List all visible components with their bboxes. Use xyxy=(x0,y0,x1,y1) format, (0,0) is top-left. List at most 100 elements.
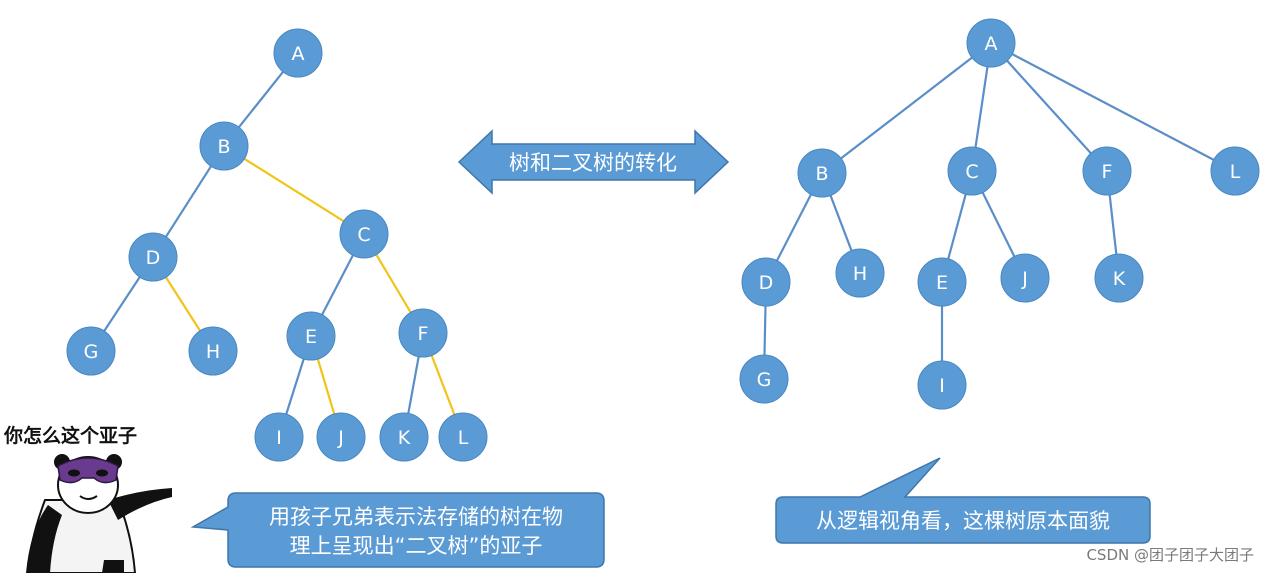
original-node-e-label: E xyxy=(936,272,948,294)
original-node-k: K xyxy=(1094,253,1144,303)
original-edge-a-l xyxy=(1011,53,1215,161)
original-node-a-label: A xyxy=(985,33,998,55)
original-node-d-circle xyxy=(741,257,791,307)
mask-eye-left xyxy=(68,469,80,477)
original-node-h-label: H xyxy=(853,263,867,285)
original-node-l-label: L xyxy=(1230,161,1241,183)
original-edge-c-j xyxy=(981,192,1016,257)
original-node-a: A xyxy=(966,18,1016,68)
original-edge-b-d xyxy=(775,193,813,262)
binary-node-g-label: G xyxy=(84,341,99,363)
original-node-f: F xyxy=(1082,146,1132,196)
callout-left: 用孩子兄弟表示法存储的树在物 理上呈现出“二叉树”的亚子 xyxy=(190,492,605,568)
original-node-h: H xyxy=(835,248,885,298)
binary-node-f-circle xyxy=(398,308,448,358)
original-node-e: E xyxy=(917,257,967,307)
original-node-b-circle xyxy=(797,148,847,198)
binary-node-f: F xyxy=(398,308,448,358)
callout-left-line-1: 用孩子兄弟表示法存储的树在物 xyxy=(269,505,563,529)
callout-left-shape xyxy=(190,492,605,568)
panda-left-arm xyxy=(26,505,62,573)
original-node-i: I xyxy=(917,360,967,410)
original-node-l-circle xyxy=(1210,146,1260,196)
original-node-i-circle xyxy=(917,360,967,410)
binary-tree-nodes: A B C D G H E F I J K L xyxy=(66,28,488,462)
original-edge-f-k xyxy=(1108,194,1118,255)
original-tree-nodes: A B C F L D H E J K G I xyxy=(739,18,1260,410)
binary-edge-c-f xyxy=(375,254,412,313)
binary-edge-e-j xyxy=(316,358,336,415)
binary-node-l-circle xyxy=(438,412,488,462)
original-edge-c-e xyxy=(947,193,967,260)
original-node-e-circle xyxy=(917,257,967,307)
binary-node-h-label: H xyxy=(206,341,220,363)
binary-edge-e-i xyxy=(285,358,305,415)
original-node-i-label: I xyxy=(939,375,945,397)
original-tree-edges xyxy=(763,53,1215,361)
binary-node-c-circle xyxy=(339,209,389,259)
original-node-j: J xyxy=(1000,253,1050,303)
callout-left-line-2: 理上呈现出“二叉树”的亚子 xyxy=(290,534,543,558)
original-node-c: C xyxy=(947,146,997,196)
original-node-k-label: K xyxy=(1113,268,1126,290)
binary-node-j-circle xyxy=(316,412,366,462)
watermark: CSDN @团子团子大团子 xyxy=(1086,546,1254,564)
binary-node-e: E xyxy=(286,311,336,361)
binary-node-e-circle xyxy=(286,311,336,361)
binary-node-a-circle xyxy=(273,28,323,78)
binary-edge-c-e xyxy=(321,254,354,316)
panda-mouth xyxy=(79,495,98,500)
original-node-b-label: B xyxy=(815,163,828,185)
binary-node-d-circle xyxy=(128,232,178,282)
binary-node-g: G xyxy=(66,326,116,376)
original-node-f-circle xyxy=(1082,146,1132,196)
original-edge-a-c xyxy=(974,66,989,148)
binary-node-k: K xyxy=(379,412,429,462)
callout-right-shape xyxy=(775,457,1151,544)
binary-node-l-label: L xyxy=(458,427,469,449)
binary-edge-f-l xyxy=(430,355,456,415)
original-node-d-label: D xyxy=(759,272,774,294)
binary-node-k-circle xyxy=(379,412,429,462)
binary-edge-b-c xyxy=(243,157,345,223)
binary-node-i-circle xyxy=(254,412,304,462)
original-node-b: B xyxy=(797,148,847,198)
mask-eye-right xyxy=(96,469,108,477)
binary-node-k-label: K xyxy=(398,427,411,449)
original-edge-d-g xyxy=(763,305,767,356)
binary-edge-b-d xyxy=(165,165,212,238)
binary-node-b-circle xyxy=(199,121,249,171)
callout-right: 从逻辑视角看，这棵树原本面貌 xyxy=(775,457,1151,544)
binary-node-d-label: D xyxy=(146,247,161,269)
meme-caption: 你怎么这个亚子 xyxy=(3,424,137,447)
binary-node-f-label: F xyxy=(418,323,429,345)
original-edge-b-h xyxy=(829,195,853,251)
callout-right-text: 从逻辑视角看，这棵树原本面貌 xyxy=(816,509,1110,533)
binary-node-a-label: A xyxy=(292,43,305,65)
binary-node-i-label: I xyxy=(276,427,282,449)
original-node-a-circle xyxy=(966,18,1016,68)
binary-node-d: D xyxy=(128,232,178,282)
binary-node-b: B xyxy=(199,121,249,171)
binary-edge-f-k xyxy=(407,356,420,414)
binary-node-j: J xyxy=(316,412,366,462)
binary-node-c: C xyxy=(339,209,389,259)
binary-tree-edges xyxy=(103,71,456,415)
original-node-g: G xyxy=(739,354,789,404)
original-edge-a-b xyxy=(840,56,973,160)
panda-meme-image: 你怎么这个亚子 xyxy=(3,424,172,574)
binary-node-b-label: B xyxy=(217,136,230,158)
original-node-g-circle xyxy=(739,354,789,404)
binary-node-a: A xyxy=(273,28,323,78)
original-node-j-circle xyxy=(1000,253,1050,303)
binary-node-j-label: J xyxy=(337,427,344,449)
binary-node-h-circle xyxy=(188,326,238,376)
original-node-g-label: G xyxy=(757,369,772,391)
original-node-c-circle xyxy=(947,146,997,196)
original-node-k-circle xyxy=(1094,253,1144,303)
binary-node-e-label: E xyxy=(305,326,317,348)
binary-node-h: H xyxy=(188,326,238,376)
binary-edge-a-b xyxy=(238,71,284,128)
